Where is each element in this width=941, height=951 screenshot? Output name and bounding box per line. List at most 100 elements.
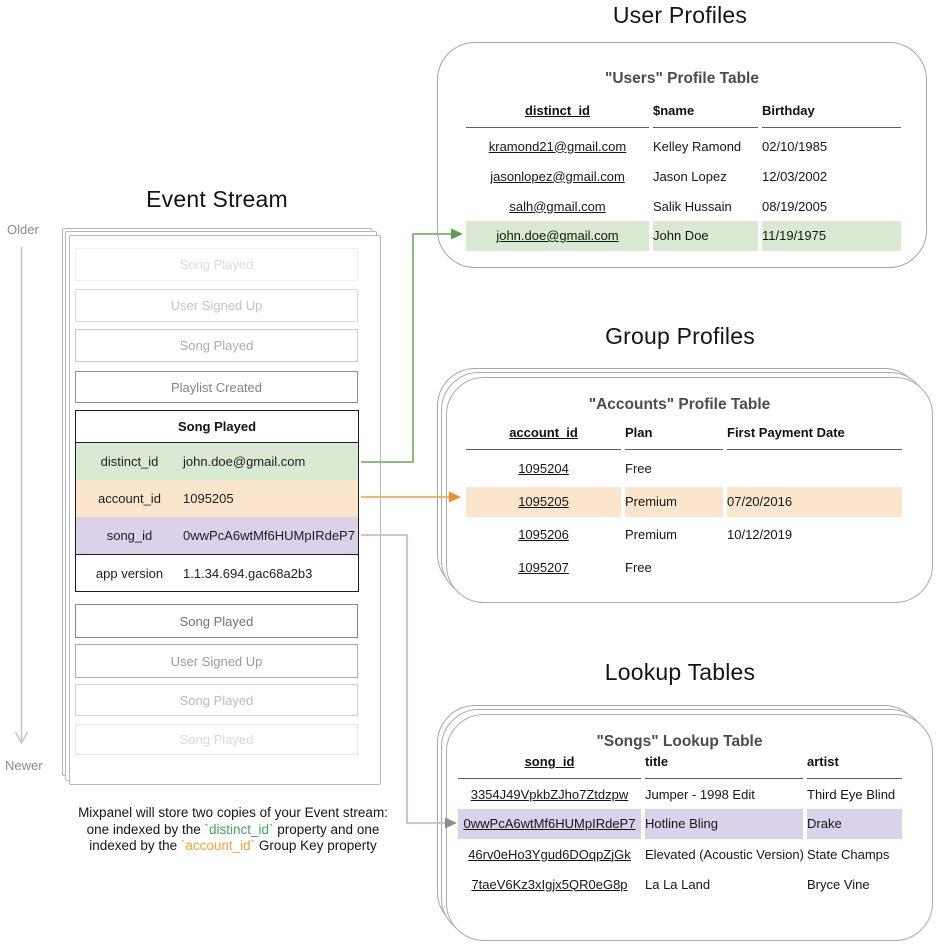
cell-artist: State Champs xyxy=(807,846,890,862)
table-row-highlighted: 1095205 Premium 07/20/2016 xyxy=(466,485,902,518)
cell-account-id: 1095207 xyxy=(518,560,569,575)
cell-artist: Third Eye Blind xyxy=(807,786,896,802)
cell-plan: Premium xyxy=(625,486,723,517)
cell-birthday: 02/10/1985 xyxy=(762,138,828,154)
cell-artist: Drake xyxy=(807,809,902,839)
table-row: salh@gmail.com Salik Hussain 08/19/2005 xyxy=(466,191,901,221)
property-value: 1095205 xyxy=(183,491,234,506)
cell-title: La La Land xyxy=(645,876,711,892)
table-row: 1095207 Free xyxy=(466,551,902,584)
cell-plan: Free xyxy=(625,560,652,575)
footnote-line1: Mixpanel will store two copies of your E… xyxy=(78,805,388,820)
accounts-table-title: "Accounts" Profile Table xyxy=(588,396,771,413)
event-item: Song Played xyxy=(75,724,358,755)
cell-distinct-id: salh@gmail.com xyxy=(509,198,606,214)
column-header: title xyxy=(645,755,803,779)
songs-table: song_id title artist 3354J49VpkbZJho7Ztd… xyxy=(458,755,902,899)
footnote-text: indexed by the xyxy=(89,838,181,853)
cell-title: Elevated (Acoustic Version) xyxy=(645,846,803,862)
property-key: song_id xyxy=(106,528,153,543)
cell-birthday: 12/03/2002 xyxy=(762,168,828,184)
users-table-title: "Users" Profile Table xyxy=(605,70,759,87)
event-property-song-id: song_id 0wwPcA6wtMf6HUMpIRdeP7 xyxy=(76,517,358,554)
songs-lookup-card: "Songs" Lookup Table song_id title artis… xyxy=(437,705,922,930)
group-profiles-title: Group Profiles xyxy=(605,323,755,349)
cell-account-id: 1095206 xyxy=(518,527,569,542)
lookup-tables-title: Lookup Tables xyxy=(604,659,756,685)
footnote-text: Group Key property xyxy=(255,838,377,853)
older-label: Older xyxy=(7,222,39,237)
cell-name: John Doe xyxy=(653,221,758,251)
cell-title: Jumper - 1998 Edit xyxy=(645,786,755,802)
cell-title: Hotline Bling xyxy=(645,809,803,839)
table-row: 3354J49VpkbZJho7Ztdzpw Jumper - 1998 Edi… xyxy=(458,779,902,809)
event-item: User Signed Up xyxy=(75,289,358,322)
cell-birthday: 11/19/1975 xyxy=(762,221,901,251)
cell-song-id: 0wwPcA6wtMf6HUMpIRdeP7 xyxy=(458,809,641,839)
cell-plan: Premium xyxy=(625,527,678,542)
footnote: Mixpanel will store two copies of your E… xyxy=(28,805,438,855)
accounts-table: account_id Plan First Payment Date 10952… xyxy=(466,426,902,584)
event-item: Song Played xyxy=(75,329,358,362)
column-header: song_id xyxy=(458,755,641,779)
event-property-distinct-id: distinct_id john.doe@gmail.com xyxy=(76,443,358,480)
event-item: Song Played xyxy=(75,248,358,281)
distinct-id-code: `distinct_id` xyxy=(204,821,274,837)
account-id-code: `account_id` xyxy=(180,838,256,853)
column-header: Plan xyxy=(625,426,723,450)
event-property-account-id: account_id 1095205 xyxy=(76,480,358,517)
table-header-row: distinct_id $name Birthday xyxy=(466,104,901,128)
event-stream-title: Event Stream xyxy=(146,186,288,212)
cell-name: Kelley Ramond xyxy=(653,138,742,154)
cell-distinct-id: jasonlopez@gmail.com xyxy=(490,168,625,184)
column-header: distinct_id xyxy=(466,104,649,128)
event-detail-card: Song Played distinct_id john.doe@gmail.c… xyxy=(75,410,359,592)
newer-label: Newer xyxy=(5,758,43,773)
property-key: app version xyxy=(95,565,164,581)
property-value: 1.1.34.694.gac68a2b3 xyxy=(183,565,313,581)
column-header: account_id xyxy=(466,426,621,450)
cell-distinct-id: john.doe@gmail.com xyxy=(466,221,649,251)
cell-first-payment: 10/12/2019 xyxy=(727,527,793,542)
property-key: account_id xyxy=(98,491,161,506)
event-detail-header: Song Played xyxy=(76,411,358,443)
cell-first-payment: 07/20/2016 xyxy=(727,486,902,517)
property-value: john.doe@gmail.com xyxy=(183,454,306,469)
cell-song-id: 46rv0eHo3Ygud6DOqpZjGk xyxy=(468,846,631,862)
property-value: 0wwPcA6wtMf6HUMpIRdeP7 xyxy=(183,528,355,543)
table-row: 1095204 Free xyxy=(466,452,902,485)
cell-name: Jason Lopez xyxy=(653,168,727,184)
table-row: jasonlopez@gmail.com Jason Lopez 12/03/2… xyxy=(466,161,901,191)
users-profile-card: "Users" Profile Table distinct_id $name … xyxy=(437,42,927,268)
songs-table-title: "Songs" Lookup Table xyxy=(596,733,763,750)
table-row-highlighted: john.doe@gmail.com John Doe 11/19/1975 xyxy=(466,221,901,251)
event-item: Song Played xyxy=(75,604,358,638)
table-header-row: account_id Plan First Payment Date xyxy=(466,426,902,450)
users-table: distinct_id $name Birthday kramond21@gma… xyxy=(466,104,901,251)
table-row: 46rv0eHo3Ygud6DOqpZjGk Elevated (Acousti… xyxy=(458,839,902,869)
cell-song-id: 7taeV6Kz3xIgjx5QR0eG8p xyxy=(471,876,628,892)
column-header: First Payment Date xyxy=(727,426,902,450)
event-stream-box: Song Played User Signed Up Song Played P… xyxy=(62,228,372,776)
cell-account-id: 1095205 xyxy=(466,486,621,517)
column-header: $name xyxy=(653,104,758,128)
cell-name: Salik Hussain xyxy=(653,198,732,214)
table-row: kramond21@gmail.com Kelley Ramond 02/10/… xyxy=(466,131,901,161)
event-item: Playlist Created xyxy=(75,371,358,403)
property-key: distinct_id xyxy=(100,454,159,469)
event-item: Song Played xyxy=(75,684,358,716)
cell-plan: Free xyxy=(625,461,652,476)
user-profiles-title: User Profiles xyxy=(612,2,748,28)
cell-distinct-id: kramond21@gmail.com xyxy=(488,138,627,154)
footnote-line2: one indexed by the `distinct_id` propert… xyxy=(28,822,438,839)
cell-artist: Bryce Vine xyxy=(807,876,870,892)
table-row: 7taeV6Kz3xIgjx5QR0eG8p La La Land Bryce … xyxy=(458,869,902,899)
cell-birthday: 08/19/2005 xyxy=(762,198,828,214)
column-header: artist xyxy=(807,755,902,779)
column-header: Birthday xyxy=(762,104,901,128)
event-property-app-version: app version 1.1.34.694.gac68a2b3 xyxy=(76,554,358,591)
table-row: 1095206 Premium 10/12/2019 xyxy=(466,518,902,551)
table-header-row: song_id title artist xyxy=(458,755,902,779)
footnote-line3: indexed by the `account_id` Group Key pr… xyxy=(28,838,438,855)
cell-account-id: 1095204 xyxy=(518,461,569,476)
